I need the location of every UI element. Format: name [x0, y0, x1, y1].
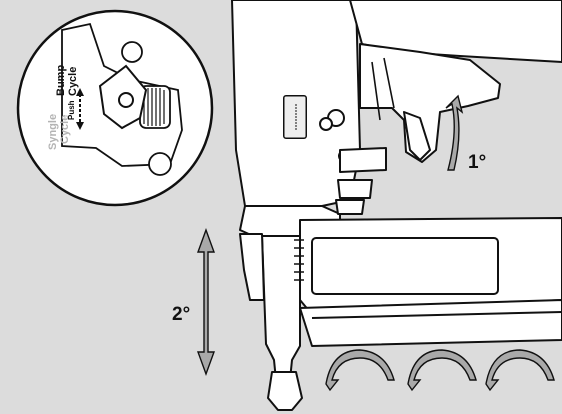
contact-arm-arrow: [197, 227, 215, 377]
trigger-arrow: [445, 94, 464, 171]
step-1-label: 1°: [468, 152, 486, 173]
selector-knob: [139, 85, 171, 129]
rotation-arrow-3: [485, 349, 555, 392]
nailer-body: [231, 0, 562, 411]
body-details: [292, 57, 395, 300]
tool-mode-plate: [283, 95, 307, 139]
rotation-arrow-2: [407, 349, 477, 392]
single-cycle-label-1: Syngle: [47, 114, 59, 150]
mode-label-plate: Bump Cycle Syngle Cycle Push: [47, 65, 84, 150]
zoom-inset: Bump Cycle Syngle Cycle Push: [16, 9, 214, 207]
bump-cycle-label-2: Cycle: [67, 67, 79, 96]
rotation-arrow-1: [325, 349, 395, 392]
single-cycle-label-2: Cycle: [59, 115, 71, 144]
step-2-label: 2°: [172, 304, 190, 325]
push-label: Push: [67, 100, 76, 120]
bump-cycle-label-1: Bump: [55, 65, 67, 96]
rotation-arrows: [325, 349, 555, 392]
